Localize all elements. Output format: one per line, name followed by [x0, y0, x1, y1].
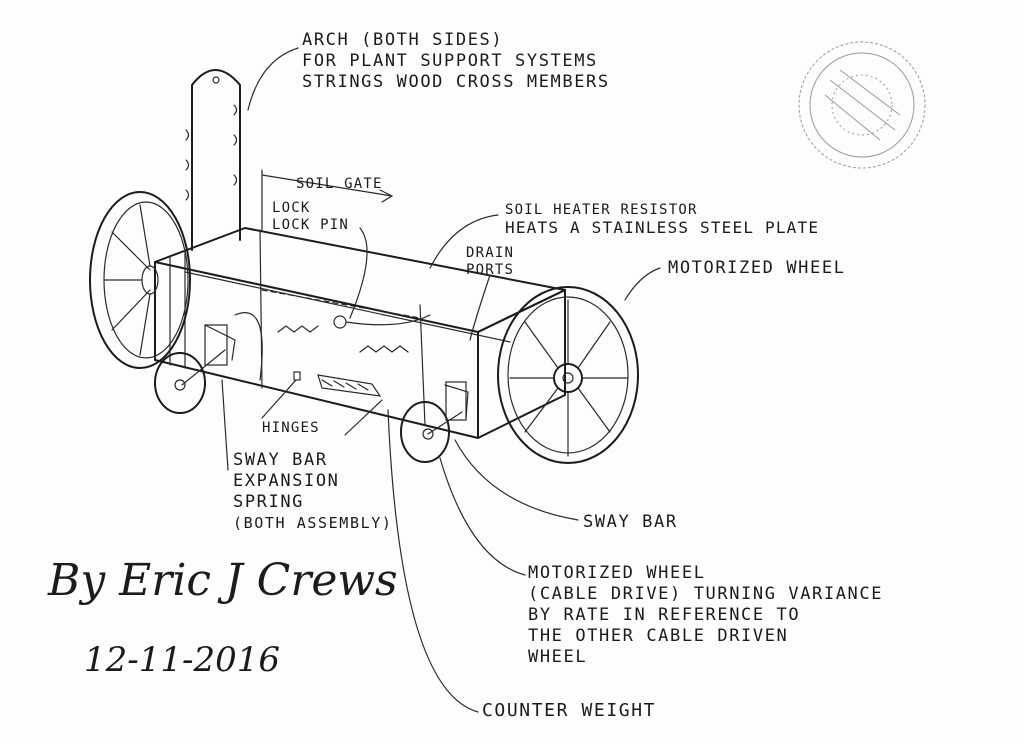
sway-spring-line: EXPANSION: [233, 471, 340, 491]
leader-lines: [221, 47, 661, 713]
cable-drive-line: WHEEL: [528, 647, 588, 667]
cable-drive-label: MOTORIZED WHEEL (CABLE DRIVE) TURNING VA…: [528, 563, 883, 668]
lock-label-line: LOCK PIN: [272, 217, 350, 233]
arch-support: [185, 69, 241, 251]
cable-drive-line: (CABLE DRIVE) TURNING VARIANCE: [528, 584, 884, 604]
signature-date: 12-11-2016: [84, 640, 281, 680]
left-motorized-wheel: [89, 191, 191, 369]
cable-drive-line: MOTORIZED WHEEL: [528, 563, 706, 583]
drain-label-line: PORTS: [466, 262, 515, 278]
lock-label-line: LOCK: [272, 200, 311, 216]
notary-seal-icon: [798, 41, 926, 169]
left-caster-wheel: [154, 312, 263, 414]
sway-spring-line: (BOTH ASSEMBLY): [233, 514, 393, 532]
planter-box: [154, 169, 566, 439]
counter-weight-label: COUNTER WEIGHT: [482, 700, 657, 721]
arch-label: ARCH (BOTH SIDES) FOR PLANT SUPPORT SYST…: [302, 30, 610, 93]
arch-label-line: STRINGS WOOD CROSS MEMBERS: [302, 72, 610, 92]
sway-bar-label: SWAY BAR: [583, 512, 678, 532]
soil-gate-label: SOIL GATE: [296, 176, 383, 192]
hinges-label: HINGES: [262, 420, 320, 436]
lock-label: LOCK LOCK PIN: [272, 200, 349, 234]
arch-label-line: ARCH (BOTH SIDES): [302, 30, 504, 50]
right-motorized-wheel: [497, 286, 639, 464]
arch-label-line: FOR PLANT SUPPORT SYSTEMS: [302, 51, 598, 71]
right-caster-wheel: [400, 381, 469, 463]
cable-drive-line: THE OTHER CABLE DRIVEN: [528, 626, 789, 646]
cable-drive-line: BY RATE IN REFERENCE TO: [528, 605, 801, 625]
sway-spring-line: SWAY BAR: [233, 450, 328, 470]
drain-label-line: DRAIN: [466, 245, 515, 261]
drain-ports-label: DRAIN PORTS: [466, 245, 514, 279]
sway-spring-label: SWAY BAR EXPANSION SPRING (BOTH ASSEMBLY…: [233, 450, 392, 534]
heater-label: SOIL HEATER RESISTOR HEATS A STAINLESS S…: [505, 202, 819, 236]
heater-label-line: SOIL HEATER RESISTOR: [505, 202, 698, 218]
heater-label-line: HEATS A STAINLESS STEEL PLATE: [505, 218, 820, 237]
sway-spring-line: SPRING: [233, 492, 305, 512]
signature: By Eric J Crews: [48, 555, 398, 606]
motorized-wheel-label: MOTORIZED WHEEL: [668, 258, 846, 278]
